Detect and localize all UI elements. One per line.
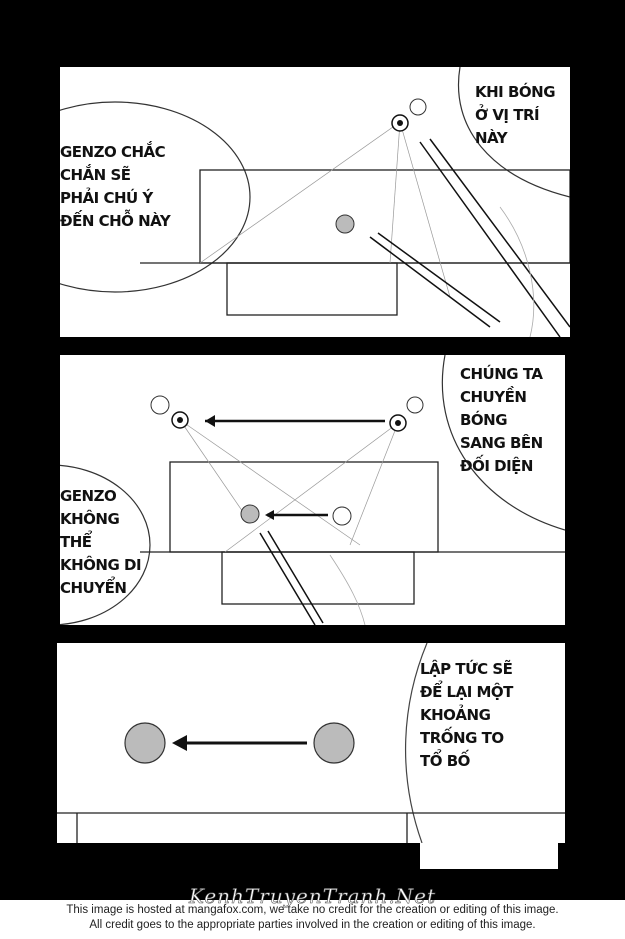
bubble-line: GENZO CHẮC	[60, 143, 166, 161]
bubble-line: CHUYỀN	[460, 388, 527, 406]
speech-bubble: KHI BÓNG Ở VỊ TRÍ NÀY	[475, 81, 556, 150]
bubble-line: NÀY	[475, 129, 508, 147]
bubble-extension	[420, 843, 558, 869]
tactics-drawing-1	[60, 67, 570, 337]
comic-panel-2: CHÚNG TA CHUYỀN BÓNG SANG BÊN ĐỐI DIỆN G…	[60, 355, 565, 625]
speech-bubble: LẬP TỨC SẼ ĐỂ LẠI MỘT KHOẢNG TRỐNG TO TỔ…	[420, 658, 513, 773]
bubble-line: KHÔNG DI	[60, 556, 142, 574]
bubble-line: CHÚNG TA	[460, 365, 543, 383]
bubble-line: CHUYỂN	[60, 579, 127, 597]
bubble-line: LẬP TỨC SẼ	[420, 660, 513, 678]
comic-panel-3: LẬP TỨC SẼ ĐỂ LẠI MỘT KHOẢNG TRỐNG TO TỔ…	[57, 643, 565, 843]
tactics-drawing-3	[57, 643, 565, 843]
bubble-line: KHOẢNG	[420, 706, 491, 724]
bubble-line: KHI BÓNG	[475, 83, 556, 101]
bubble-line: TỔ BỐ	[420, 752, 470, 770]
speech-bubble: GENZO KHÔNG THỂ KHÔNG DI CHUYỂN	[60, 485, 142, 600]
bubble-line: BÓNG	[460, 411, 508, 429]
bubble-line: GENZO	[60, 487, 117, 505]
bubble-line: Ở VỊ TRÍ	[475, 106, 540, 124]
tactics-drawing-2	[60, 355, 565, 625]
comic-panel-1: GENZO CHẮC CHẮN SẼ PHẢI CHÚ Ý ĐẾN CHỖ NÀ…	[60, 67, 570, 337]
bubble-line: KHÔNG	[60, 510, 120, 528]
bubble-line: ĐẾN CHỖ NÀY	[60, 212, 171, 230]
footer-line-1: This image is hosted at mangafox.com, we…	[66, 904, 559, 916]
bubble-line: THỂ	[60, 533, 92, 551]
bubble-line: SANG BÊN	[460, 434, 543, 452]
hosting-credit-footer: This image is hosted at mangafox.com, we…	[0, 900, 625, 939]
speech-bubble: GENZO CHẮC CHẮN SẼ PHẢI CHÚ Ý ĐẾN CHỖ NÀ…	[60, 141, 171, 233]
bubble-line: TRỐNG TO	[420, 729, 504, 747]
bubble-line: PHẢI CHÚ Ý	[60, 189, 153, 207]
bubble-line: ĐỐI DIỆN	[460, 457, 533, 475]
watermark: KenhTruyenTranh.Net	[188, 884, 437, 909]
bubble-line: CHẮN SẼ	[60, 166, 131, 184]
speech-bubble: CHÚNG TA CHUYỀN BÓNG SANG BÊN ĐỐI DIỆN	[460, 363, 543, 478]
bubble-line: ĐỂ LẠI MỘT	[420, 683, 513, 701]
footer-line-2: All credit goes to the appropriate parti…	[89, 919, 536, 931]
